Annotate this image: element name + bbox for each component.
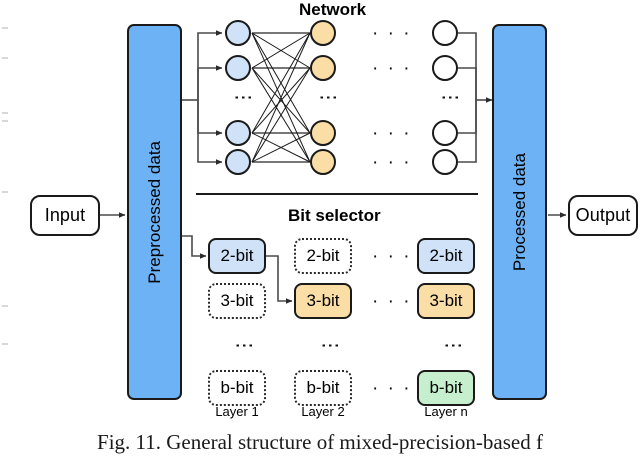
bit-cell-label: 3-bit	[220, 291, 254, 310]
bit-cell-label: 3-bit	[429, 291, 463, 310]
input-box[interactable]: Input	[30, 195, 100, 236]
network-node-layer2[interactable]	[310, 20, 336, 46]
network-title: Network	[299, 0, 367, 19]
network-node-layern[interactable]	[432, 149, 458, 175]
preprocessed-data-bar[interactable]: Preprocessed data	[127, 24, 182, 400]
network-node-layer2[interactable]	[310, 120, 336, 146]
network-node-layern[interactable]	[432, 120, 458, 146]
bit-cell-layer2-3bit[interactable]: 3-bit	[294, 283, 352, 319]
page-margin-mark	[2, 343, 8, 345]
bit-cell-layer2-bbit[interactable]: b-bit	[294, 370, 352, 406]
page-margin-mark	[2, 305, 8, 307]
page-margin-mark	[2, 57, 8, 59]
bit-cell-layer1-bbit[interactable]: b-bit	[208, 370, 266, 406]
bit-column-label-layern: Layer n	[424, 404, 468, 419]
network-layer1-vertical-ellipsis: ⋮	[232, 88, 253, 107]
bit-cell-layern-2bit[interactable]: 2-bit	[417, 238, 475, 274]
page-margin-mark	[2, 27, 8, 29]
section-divider	[196, 193, 478, 195]
bit-column-layer2-vertical-ellipsis: ⋮	[319, 336, 340, 355]
page-margin-mark	[2, 120, 8, 122]
network-node-layer2[interactable]	[310, 55, 336, 81]
bit-column-label-layer1: Layer 1	[215, 404, 259, 419]
network-row-ellipsis: · · ·	[372, 152, 412, 173]
network-node-layer1[interactable]	[225, 149, 251, 175]
processed-data-label: Processed data	[509, 152, 529, 272]
bit-cell-layern-3bit[interactable]: 3-bit	[417, 283, 475, 319]
network-node-layer2[interactable]	[310, 149, 336, 175]
bit-cell-label: b-bit	[429, 378, 463, 397]
bit-cell-layer2-2bit[interactable]: 2-bit	[294, 238, 352, 274]
bit-cell-layer1-2bit[interactable]: 2-bit	[208, 238, 266, 274]
preprocessed-data-label: Preprocessed data	[144, 140, 164, 284]
page-margin-mark	[2, 112, 8, 114]
network-row-ellipsis: · · ·	[372, 58, 412, 79]
bit-selector-title: Bit selector	[288, 206, 381, 225]
bit-column-label-layer2: Layer 2	[301, 404, 345, 419]
bit-cell-label: 2-bit	[220, 246, 254, 265]
bit-row-ellipsis: · · ·	[372, 378, 412, 399]
page-margin-mark	[2, 191, 8, 193]
input-label: Input	[44, 205, 86, 225]
output-label: Output	[575, 205, 631, 225]
bit-cell-layern-bbit[interactable]: b-bit	[417, 370, 475, 406]
bit-column-layer1-vertical-ellipsis: ⋮	[233, 336, 254, 355]
bit-cell-label: 2-bit	[429, 246, 463, 265]
network-layern-vertical-ellipsis: ⋮	[439, 88, 460, 107]
bit-cell-label: b-bit	[220, 378, 254, 397]
bit-cell-label: 3-bit	[306, 291, 340, 310]
bit-cell-label: 2-bit	[306, 246, 340, 265]
figure-caption: Fig. 11. General structure of mixed-prec…	[97, 430, 543, 454]
processed-data-bar[interactable]: Processed data	[492, 24, 547, 400]
output-box[interactable]: Output	[568, 195, 638, 236]
bit-cell-layer1-3bit[interactable]: 3-bit	[208, 283, 266, 319]
network-layer2-vertical-ellipsis: ⋮	[317, 88, 338, 107]
network-row-ellipsis: · · ·	[372, 23, 412, 44]
network-node-layern[interactable]	[432, 20, 458, 46]
bit-row-ellipsis: · · ·	[372, 291, 412, 312]
network-node-layern[interactable]	[432, 55, 458, 81]
network-node-layer1[interactable]	[225, 55, 251, 81]
bit-column-layern-vertical-ellipsis: ⋮	[442, 336, 463, 355]
network-node-layer1[interactable]	[225, 20, 251, 46]
network-row-ellipsis: · · ·	[372, 123, 412, 144]
bit-row-ellipsis: · · ·	[372, 246, 412, 267]
bit-cell-label: b-bit	[306, 378, 340, 397]
network-node-layer1[interactable]	[225, 120, 251, 146]
